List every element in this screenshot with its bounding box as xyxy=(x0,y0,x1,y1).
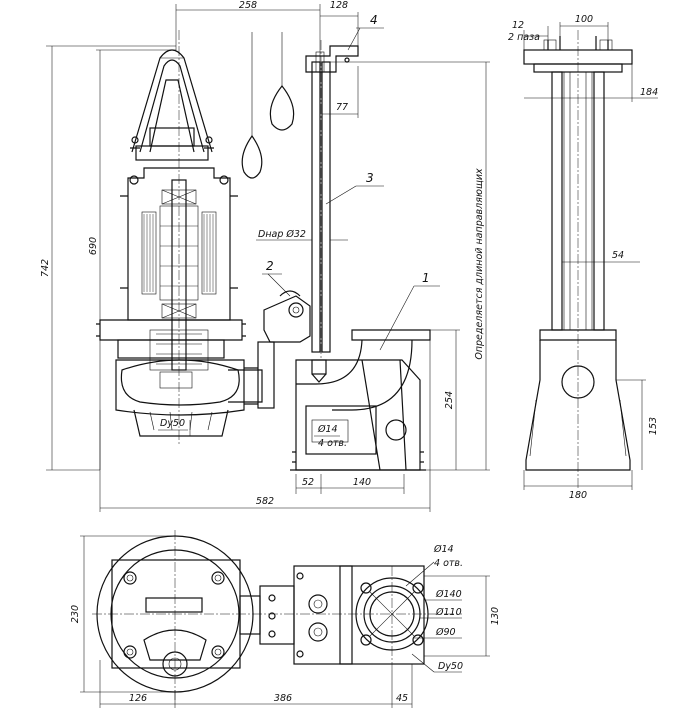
stator-hatching xyxy=(141,205,217,301)
callout-numbers: 1 2 3 4 xyxy=(266,13,430,285)
dim-690: 690 xyxy=(88,237,99,255)
callout-3: 3 xyxy=(366,171,374,185)
dim-230: 230 xyxy=(70,605,81,623)
dim-180: 180 xyxy=(569,490,587,501)
callout-1: 1 xyxy=(422,271,430,285)
callout-4: 4 xyxy=(370,13,378,27)
guide-length-note: Определяется длиной направляющих xyxy=(474,168,485,360)
dim-184: 184 xyxy=(640,87,658,98)
side-view xyxy=(523,30,633,488)
dim-254: 254 xyxy=(444,391,455,409)
dim-plan-outlet: Dy50 xyxy=(438,661,463,672)
dim-plan-140: Ø140 xyxy=(435,589,462,600)
dim-plan-90: Ø90 xyxy=(435,627,456,638)
dim-outlet: Dy50 xyxy=(160,418,185,429)
dim-742: 742 xyxy=(40,259,51,277)
dim-153: 153 xyxy=(648,417,659,435)
dim-258: 258 xyxy=(239,0,257,11)
callout-2: 2 xyxy=(266,259,274,273)
dim-52: 52 xyxy=(302,477,314,488)
dim-100: 100 xyxy=(575,14,593,25)
dim-pipe-diameter: Dнар Ø32 xyxy=(258,229,306,240)
guide-rail-assembly xyxy=(263,40,431,471)
dim-140: 140 xyxy=(353,477,371,488)
pump-front-view xyxy=(96,30,275,446)
dim-386: 386 xyxy=(274,693,292,704)
dim-582: 582 xyxy=(256,496,274,507)
dim-bolt-hole: Ø14 xyxy=(317,424,338,435)
dim-126: 126 xyxy=(129,693,147,704)
dim-slots: 2 паза xyxy=(508,32,540,43)
float-switches xyxy=(241,32,295,179)
dim-45: 45 xyxy=(396,693,408,704)
dim-bolt-count: 4 отв. xyxy=(318,438,347,449)
dim-plan-bolt-count: 4 отв. xyxy=(434,558,463,569)
dim-plan-bolt-hole: Ø14 xyxy=(433,544,454,555)
dimension-labels: 742 690 258 128 77 Dнар Ø32 Определяется… xyxy=(40,0,659,704)
plan-view xyxy=(92,530,462,700)
dim-128: 128 xyxy=(330,0,348,11)
dimension-lines xyxy=(46,4,658,708)
dim-plan-130: 130 xyxy=(490,607,501,625)
dim-plan-110: Ø110 xyxy=(435,607,462,618)
dim-77: 77 xyxy=(336,102,348,113)
dim-54: 54 xyxy=(612,250,624,261)
dim-12: 12 xyxy=(512,20,524,31)
